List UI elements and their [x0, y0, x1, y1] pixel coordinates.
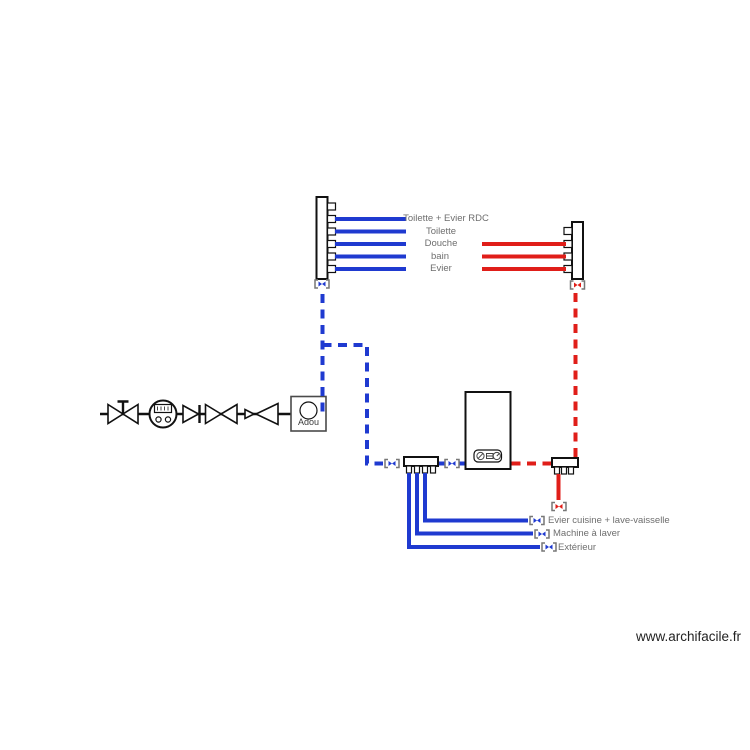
cold-union-icon [384, 458, 400, 469]
water-meter-icon[interactable] [148, 399, 178, 429]
sink-union-icon [529, 515, 545, 526]
washer-union-icon [534, 529, 550, 539]
exterior-union-icon [541, 542, 557, 552]
softener-symbol-icon [299, 401, 318, 420]
kitchen-circuit-pipes[interactable] [407, 473, 540, 549]
circuit-label-toilette: Toilette [425, 225, 457, 237]
circuit-label-evier-cuisine: Evier cuisine + lave-vaisselle [548, 515, 670, 526]
cold-manifold-union-icon [314, 279, 330, 289]
hot-outlet-union-icon [551, 501, 567, 512]
hot-feed-pipes[interactable] [511, 293, 578, 466]
circuit-label-bain: bain [431, 250, 449, 262]
water-supply-line[interactable] [100, 399, 291, 429]
boiler-control-panel-icon [473, 449, 503, 463]
hot-kitchen-manifold[interactable] [551, 457, 579, 475]
watermark: www.archifacile.fr [636, 629, 742, 644]
water-softener[interactable] [290, 395, 327, 432]
boiler[interactable] [464, 391, 512, 470]
circuit-label-exterieur: Extérieur [558, 541, 597, 553]
cold-feed-pipes[interactable] [320, 294, 466, 466]
circuit-label-douche: Douche [424, 238, 458, 249]
hot-manifold-union-icon [569, 280, 586, 290]
cold-circuit-pipes[interactable] [335, 217, 406, 271]
check-valve-icon[interactable] [182, 404, 201, 424]
shutoff-valve-icon[interactable] [107, 400, 139, 425]
boiler-inlet-union-icon [444, 458, 460, 469]
pressure-reducer-icon[interactable] [244, 402, 279, 426]
circuit-label-toilette-evier-rdc: Toilette + Evier RDC [403, 212, 489, 224]
circuit-label-machine-a-laver: Machine à laver [553, 528, 621, 539]
cold-water-manifold[interactable] [315, 196, 337, 280]
valve-icon[interactable] [204, 403, 238, 425]
softener-label: Adou [297, 417, 320, 427]
hot-circuit-pipes[interactable] [482, 242, 566, 271]
circuit-label-evier: Evier [430, 263, 452, 274]
kitchen-manifold[interactable] [403, 456, 439, 474]
hot-water-manifold[interactable] [563, 221, 584, 280]
